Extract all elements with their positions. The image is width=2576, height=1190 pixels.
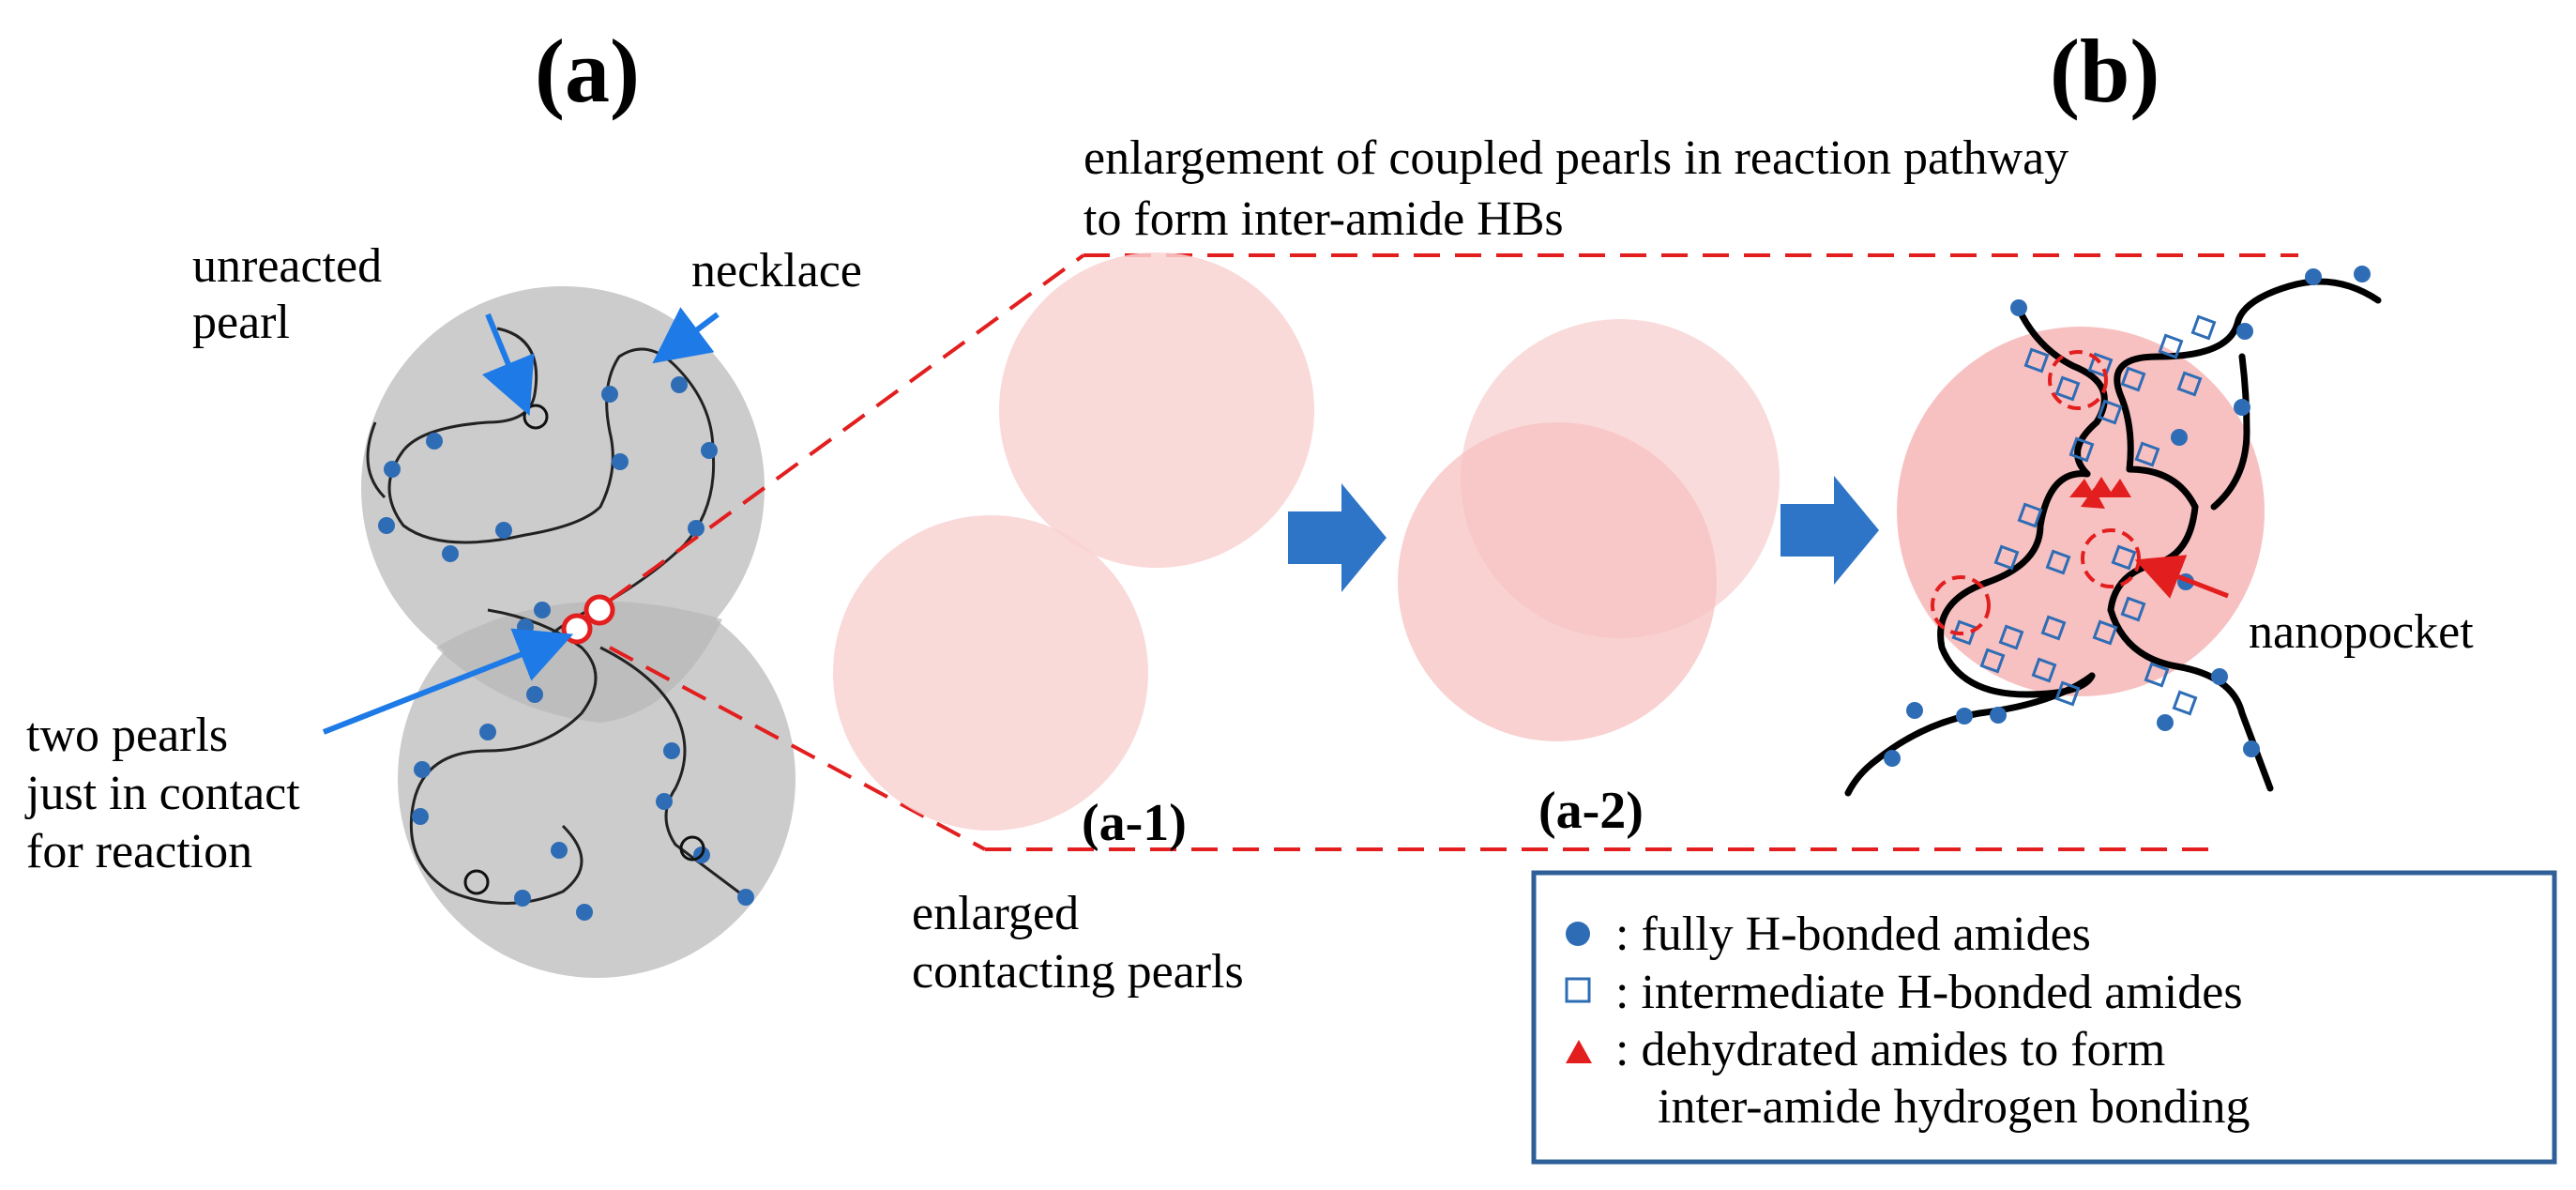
legend-item-dehydrated: : dehydrated amides to form [1615, 1023, 2165, 1076]
enlargement-label-line2: to form inter-amide HBs [1083, 192, 1564, 246]
nanopocket-arrow [2134, 555, 2229, 599]
pearl-overlap-region [436, 601, 722, 723]
label-for-reaction: for reaction [26, 825, 252, 878]
label-pearl: pearl [192, 296, 290, 349]
open-amide-marker [463, 869, 490, 895]
label-a2: (a-2) [1538, 782, 1644, 840]
panel-b-heading: (b) [2050, 21, 2159, 121]
legend-box [1531, 870, 2557, 1165]
enlargement-guide-lines [608, 253, 2298, 851]
panel-b-dehydrated-amides [2069, 477, 2131, 509]
panel-b-intermediate-amides [1951, 314, 2217, 716]
pointer-arrow-two-pearls [322, 628, 574, 735]
label-contacting-pearls: contacting pearls [912, 945, 1244, 999]
transition-arrow-2 [1780, 476, 1879, 585]
legend-item-intermediate: : intermediate H-bonded amides [1615, 966, 2243, 1019]
label-necklace: necklace [691, 244, 862, 298]
label-nanopocket: nanopocket [2249, 605, 2474, 659]
legend-item-fully-bonded: : fully H-bonded amides [1615, 908, 2091, 961]
transition-arrow-1 [1288, 483, 1386, 592]
label-just-in-contact: just in contact [24, 767, 300, 820]
a2-lower-pearl [1398, 422, 1717, 741]
a1-lower-pearl [833, 515, 1148, 831]
fused-pearl [1897, 327, 2265, 696]
pointer-arrow-unreacted [481, 313, 535, 417]
enlargement-label-line1: enlargement of coupled pearls in reactio… [1083, 131, 2068, 185]
label-two-pearls: two pearls [26, 709, 228, 762]
legend-filled-triangle-icon [1566, 1040, 1592, 1063]
open-amide-marker [679, 835, 705, 862]
unreacted-pearl-marker [523, 404, 549, 430]
label-a1: (a-1) [1082, 794, 1187, 852]
pointer-arrow-necklace [652, 307, 720, 364]
reacting-pearl-2 [583, 594, 615, 626]
panel-a-amides [378, 376, 754, 921]
legend-filled-circle-icon [1566, 922, 1590, 946]
label-unreacted: unreacted [192, 239, 382, 293]
upper-pearl [361, 286, 765, 690]
panel-a-heading: (a) [535, 21, 640, 121]
a1-upper-pearl [999, 252, 1314, 568]
legend-item-inter-amide: inter-amide hydrogen bonding [1658, 1080, 2250, 1134]
reacting-pearl-1 [561, 613, 593, 645]
legend-open-square-icon [1565, 977, 1591, 1003]
label-enlarged: enlarged [912, 887, 1079, 940]
legend: : fully H-bonded amides : intermediate H… [1531, 870, 2557, 1165]
panel-b-chains [1844, 278, 2382, 797]
